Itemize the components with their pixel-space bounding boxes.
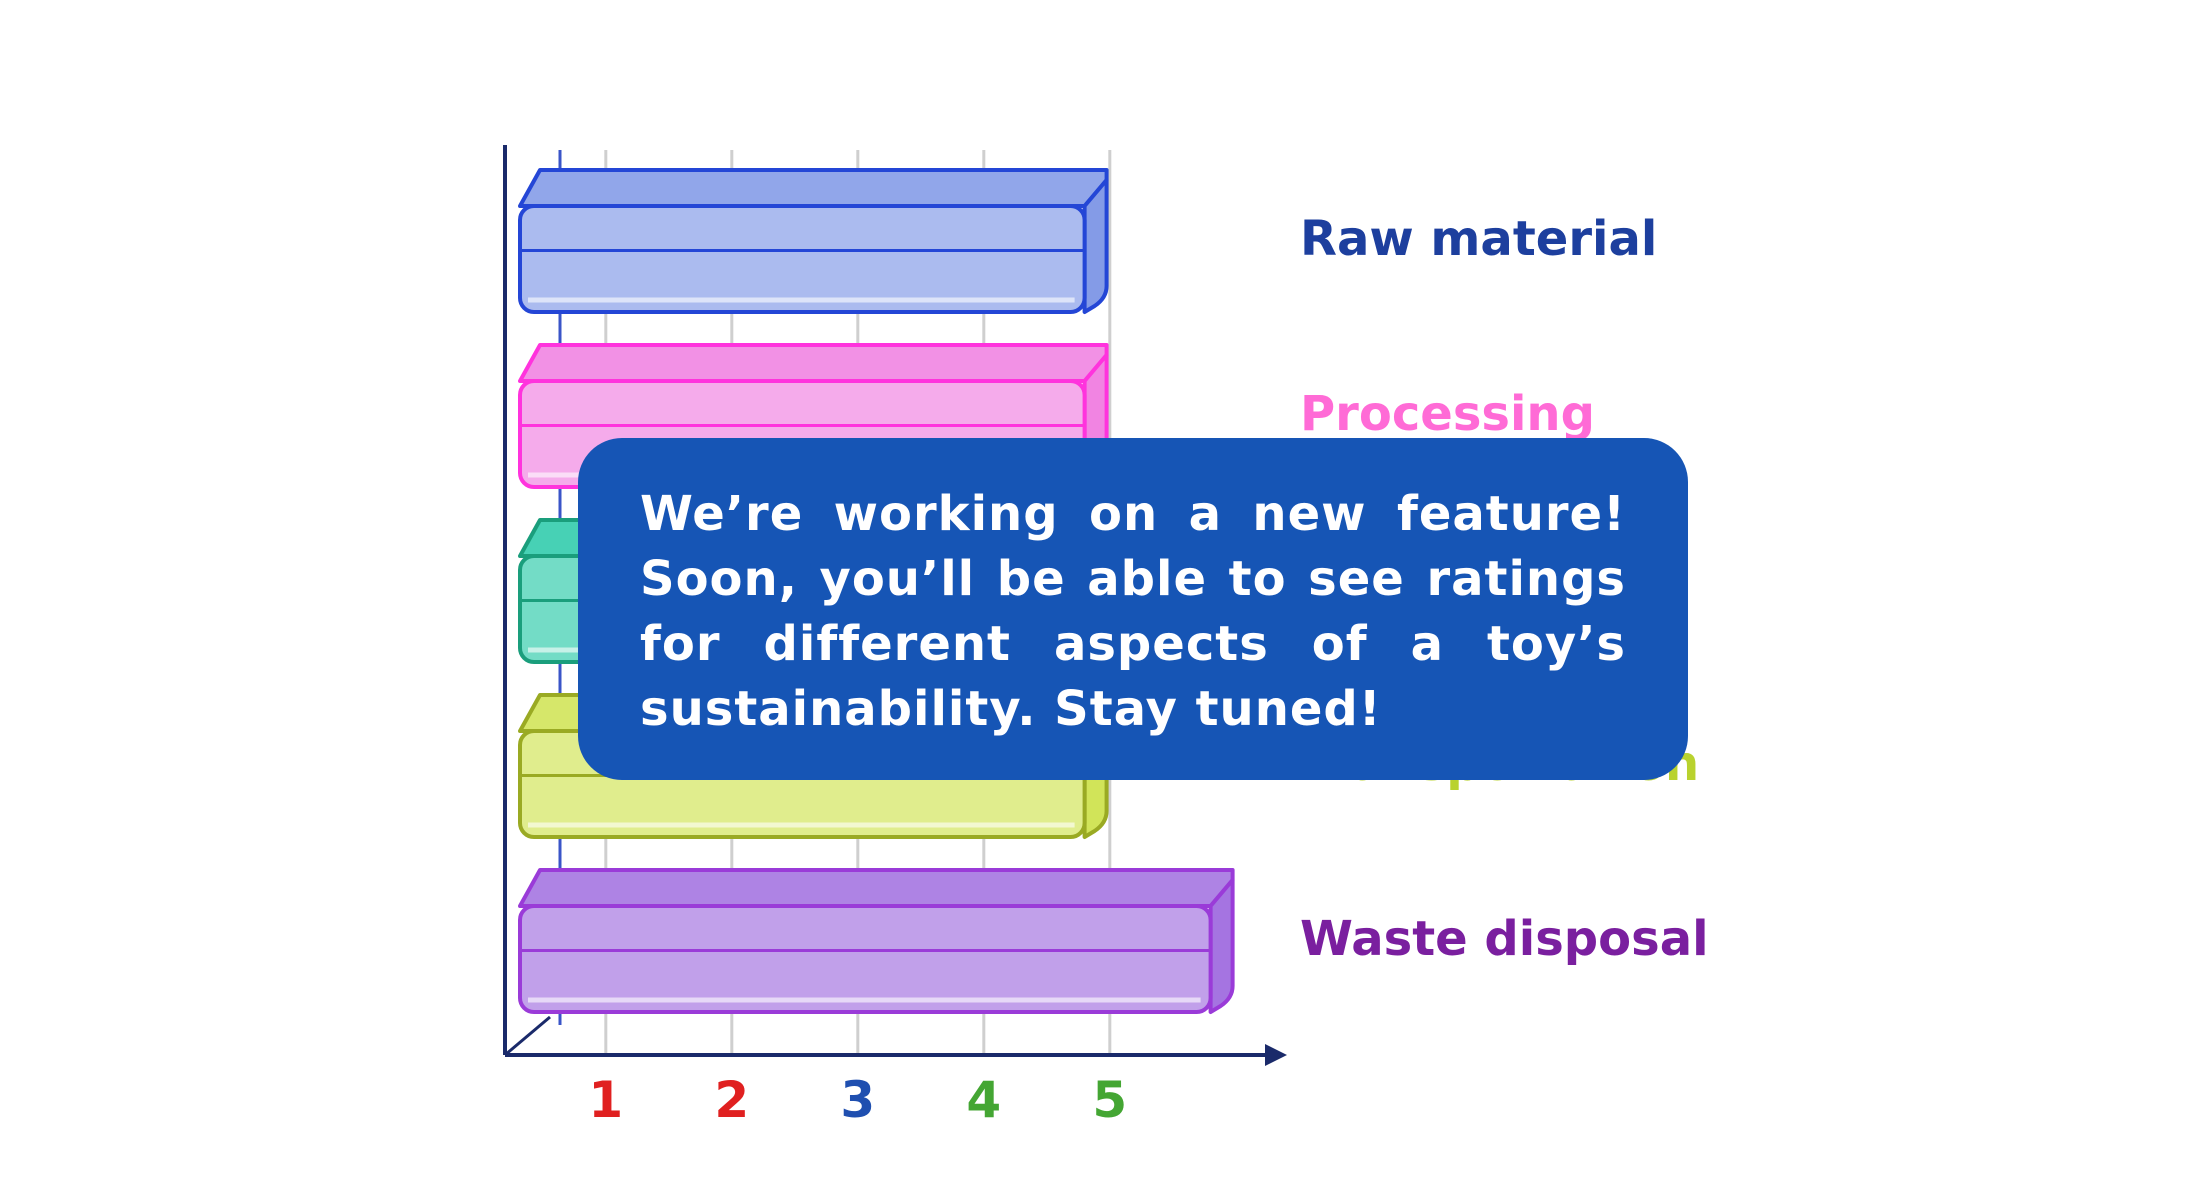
x-tick-labels: 1 2 3 4 5: [588, 1071, 1127, 1129]
category-label: Raw material: [1300, 211, 1657, 267]
bar-end-face: [1208, 878, 1235, 1014]
bar-front-face: [518, 904, 1213, 1014]
bar-front-face: [518, 204, 1087, 314]
bar-end-face: [1082, 178, 1109, 314]
x-tick-label: 1: [588, 1071, 623, 1129]
banner-message: We’re working on a new feature! Soon, yo…: [640, 486, 1626, 737]
category-label: Processing: [1300, 386, 1595, 442]
coming-soon-banner: We’re working on a new feature! Soon, yo…: [578, 438, 1688, 780]
depth-corner: [504, 1015, 551, 1057]
axes: [503, 145, 1287, 1066]
bar-waste-disposal: [518, 868, 1235, 1014]
x-tick-label: 3: [840, 1071, 875, 1129]
category-label: Waste disposal: [1300, 911, 1709, 967]
x-tick-label: 5: [1092, 1071, 1127, 1129]
bar-raw-material: [518, 168, 1109, 314]
x-axis-arrow: [1265, 1044, 1287, 1066]
bar-top-face: [518, 343, 1109, 383]
x-tick-label: 4: [966, 1071, 1001, 1129]
x-tick-label: 2: [714, 1071, 749, 1129]
bar-top-face: [518, 868, 1235, 908]
bar-top-face: [518, 168, 1109, 208]
